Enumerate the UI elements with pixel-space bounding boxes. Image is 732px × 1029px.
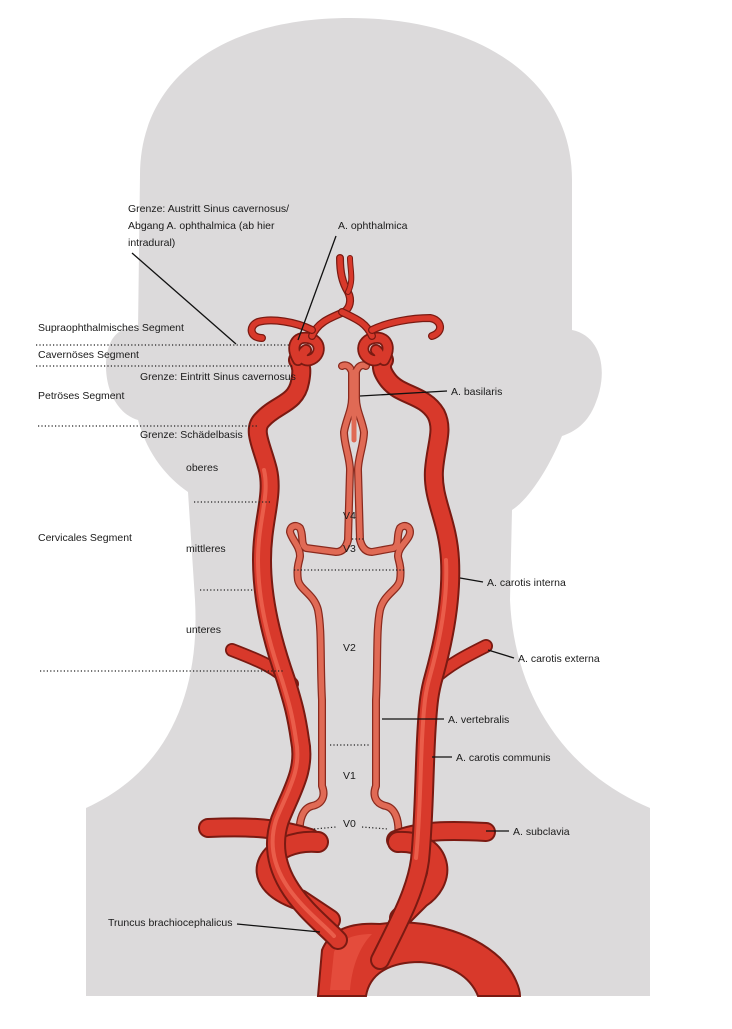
label-v1: V1	[343, 770, 356, 782]
label-petroes: Petröses Segment	[38, 390, 124, 402]
leader-lines	[131, 235, 515, 933]
label-mittleres: mittleres	[186, 543, 226, 555]
dotted-boundaries	[36, 344, 404, 830]
vertebral-artery-right	[353, 362, 413, 841]
label-cavernoes: Cavernöses Segment	[38, 349, 139, 361]
label-subclavia: A. subclavia	[513, 826, 570, 838]
label-grenze-austritt-line1: Grenze: Austritt Sinus cavernosus/	[128, 203, 289, 215]
label-truncus: Truncus brachiocephalicus	[108, 917, 233, 929]
label-v2: V2	[343, 642, 356, 654]
label-v0: V0	[343, 818, 356, 830]
label-grenze-schaedelbasis: Grenze: Schädelbasis	[140, 429, 243, 441]
label-grenze-austritt-line2: Abgang A. ophthalmica (ab hier	[128, 220, 275, 232]
label-unteres: unteres	[186, 624, 221, 636]
label-carotis-interna: A. carotis interna	[487, 577, 566, 589]
carotid-left	[225, 331, 348, 950]
vertebral-artery-left	[287, 362, 355, 841]
label-cervical: Cervicales Segment	[38, 532, 132, 544]
vertebral-arteries	[286, 361, 414, 842]
head-neck-silhouette	[86, 18, 650, 996]
label-v4: V4	[343, 510, 356, 522]
label-carotis-communis: A. carotis communis	[456, 752, 551, 764]
label-grenze-eintritt: Grenze: Eintritt Sinus cavernosus	[140, 371, 296, 383]
label-basilaris: A. basilaris	[451, 386, 502, 398]
intracranial-arteries	[247, 254, 444, 342]
labels: Grenze: Austritt Sinus cavernosus/ Abgan…	[38, 203, 600, 929]
label-supraophthalmisch: Supraophthalmisches Segment	[38, 322, 184, 334]
label-oberes: oberes	[186, 462, 218, 474]
carotid-right	[357, 331, 493, 970]
label-carotis-externa: A. carotis externa	[518, 653, 600, 665]
label-ophthalmica: A. ophthalmica	[338, 220, 408, 232]
label-grenze-austritt-line3: intradural)	[128, 237, 175, 249]
label-vertebralis: A. vertebralis	[448, 714, 509, 726]
label-v3: V3	[343, 543, 356, 555]
